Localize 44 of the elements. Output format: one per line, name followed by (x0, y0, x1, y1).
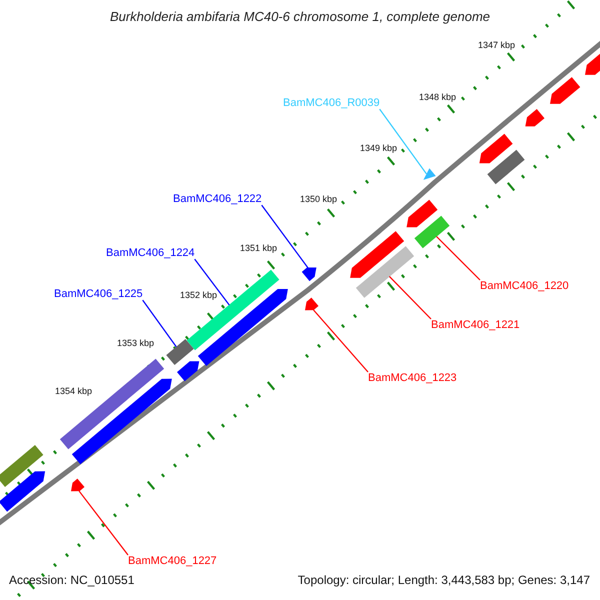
gene-label: BamMC406_1225 (54, 288, 143, 300)
scale-label: 1348 kbp (419, 93, 456, 103)
gene-label: BamMC406_1224 (106, 247, 195, 260)
scale-label: 1350 kbp (300, 195, 338, 205)
gene-label: BamMC406_1227 (128, 555, 217, 568)
scale-label: 1351 kbp (240, 244, 278, 254)
leader-line (313, 310, 368, 372)
leader-line (194, 258, 230, 306)
gene-label: BamMC406_1223 (368, 372, 457, 384)
accession-note: Accession: NC_010551 (9, 574, 134, 588)
gene-bar (487, 150, 525, 184)
scale-label: 1349 kbp (360, 144, 398, 154)
scale-label: 1354 kbp (55, 387, 92, 397)
gene-feature (350, 231, 404, 278)
leader-line (142, 300, 177, 348)
leader-line (379, 108, 427, 174)
gene-label: BamMC406_1221 (431, 319, 520, 332)
leader-line (261, 204, 308, 268)
gene-feature (177, 361, 200, 382)
gene-feature (71, 478, 84, 492)
gene-bar (356, 246, 414, 298)
gene-feature (406, 200, 438, 228)
leader-line (436, 236, 480, 280)
gene-feature (479, 134, 513, 164)
gene-feature (550, 77, 580, 104)
gene-feature (305, 298, 318, 310)
scale-label: 1353 kbp (117, 339, 154, 349)
scale-label: 1347 kbp (478, 41, 516, 51)
gene-label: BamMC406_1222 (173, 193, 262, 206)
leader-line (388, 276, 432, 320)
leader-line (78, 490, 128, 556)
genome-summary: Topology: circular; Length: 3,443,583 bp; Genes: 3,147 (298, 574, 590, 588)
diagram-title: Burkholderia ambifaria MC40-6 chromosome 1, complete genome (108, 10, 492, 24)
gene-label: BamMC406_1220 (480, 280, 569, 292)
gene-feature (198, 289, 288, 366)
gene-label: BamMC406_R0039 (283, 97, 380, 110)
gene-bar (414, 216, 450, 248)
gene-feature (525, 109, 544, 126)
scale-label: 1352 kbp (180, 291, 218, 301)
gene-feature (0, 471, 46, 512)
gene-bar (0, 445, 44, 487)
gene-bar (166, 339, 194, 365)
gene-marker (423, 168, 436, 180)
gene-feature (302, 268, 316, 282)
